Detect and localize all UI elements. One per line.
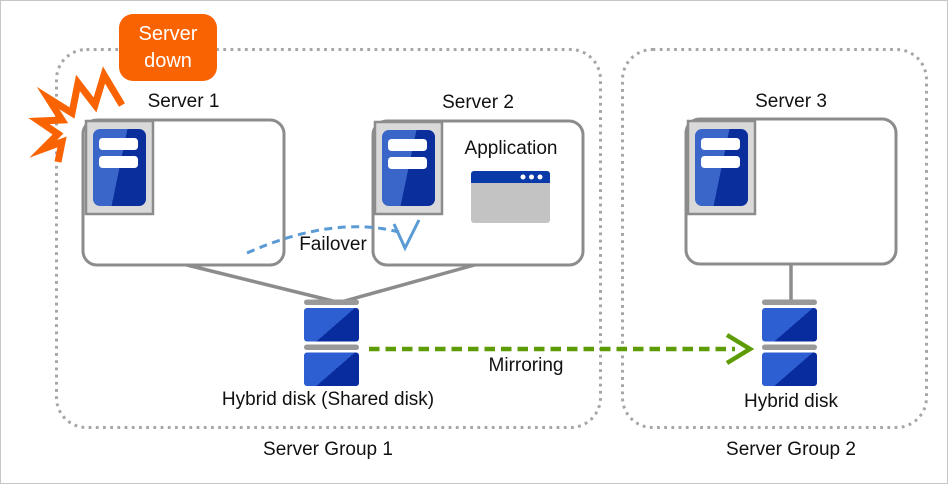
server2-label: Server 2 — [442, 92, 514, 113]
server-tower-icon — [686, 119, 757, 216]
server-group-1-border — [55, 48, 602, 429]
server-group-2-label: Server Group 2 — [726, 439, 856, 460]
hybrid-disk-shared-label: Hybrid disk (Shared disk) — [221, 389, 435, 410]
application-window-icon — [471, 171, 550, 223]
server-down-label: Server down — [138, 22, 198, 72]
server-tower-icon — [84, 119, 155, 216]
failover-arrowhead — [392, 219, 421, 252]
mirroring-label: Mirroring — [488, 355, 564, 376]
server-group-2-border — [621, 48, 928, 429]
failover-label: Failover — [299, 234, 367, 255]
mirroring-arrowhead — [725, 333, 755, 365]
application-label: Application — [464, 138, 558, 159]
server-tower-icon — [373, 120, 444, 216]
failover-dashed-arrow — [246, 219, 421, 255]
crash-burst-icon — [28, 66, 126, 163]
hybrid-disk-label: Hybrid disk — [744, 391, 838, 412]
server1-disk-connector — [182, 262, 338, 304]
server-group-1-label: Server Group 1 — [263, 439, 393, 460]
hybrid-disk-icon — [762, 299, 817, 386]
server-down-badge: Server down — [119, 14, 217, 81]
server2-disk-connector — [340, 262, 479, 304]
server3-label: Server 3 — [755, 91, 827, 112]
hybrid-disk-icon — [304, 299, 359, 386]
mirroring-dashed-arrow — [369, 333, 755, 365]
server1-label: Server 1 — [147, 91, 220, 112]
